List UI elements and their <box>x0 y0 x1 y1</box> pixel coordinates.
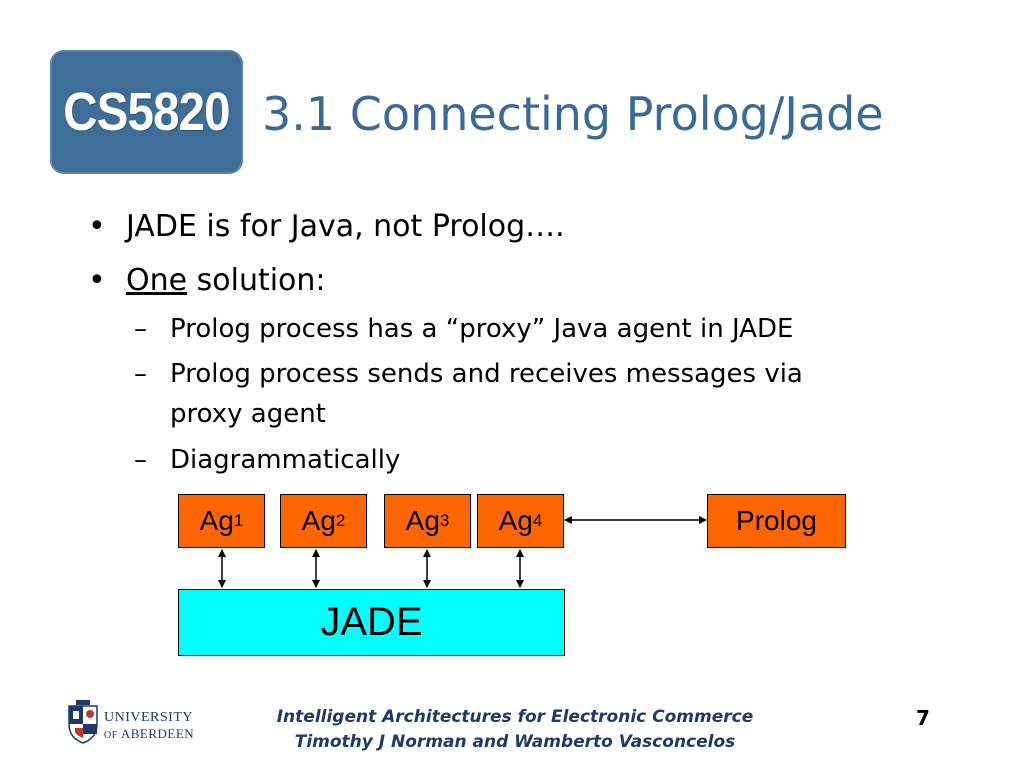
sub-bullet-marker: – <box>134 314 147 344</box>
underlined-word: One <box>126 263 188 298</box>
sub-bullet-text-line2: proxy agent <box>170 399 326 429</box>
course-code: CS5820 <box>63 82 230 142</box>
university-word: UNIVERSITY <box>104 710 193 725</box>
agent-name: Ag <box>199 505 234 536</box>
course-logo: CS5820 <box>50 50 243 174</box>
aberdeen-word: ABERDEEN <box>120 726 195 741</box>
jade-label: JADE <box>320 600 423 644</box>
agent-name: Ag <box>498 505 533 536</box>
crest-icon <box>68 700 98 744</box>
bullet-marker: • <box>88 263 106 298</box>
bullet-text: One solution: <box>126 262 326 300</box>
jade-platform-box: JADE <box>178 589 565 656</box>
of-word: OF <box>104 730 118 741</box>
agent-name: Ag <box>301 505 336 536</box>
sub-bullet-text: Diagrammatically <box>170 445 401 475</box>
footer-course-title: Intelligent Architectures for Electronic… <box>276 707 754 727</box>
slide-title: 3.1 Connecting Prolog/Jade <box>262 87 884 141</box>
page-number: 7 <box>916 706 930 730</box>
agent-name: Ag <box>405 505 440 536</box>
university-logo: UNIVERSITY OF ABERDEEN <box>66 700 196 746</box>
sub-bullet-marker: – <box>134 359 147 389</box>
prolog-box: Prolog <box>707 494 846 548</box>
aberdeen-line: OF ABERDEEN <box>104 726 194 744</box>
bullet-marker: • <box>88 209 106 244</box>
prolog-label: Prolog <box>736 505 817 536</box>
footer-authors: Timothy J Norman and Wamberto Vasconcelo… <box>294 732 736 752</box>
sub-bullet-text: Prolog process has a “proxy” Java agent … <box>170 314 794 344</box>
bullet-text: JADE is for Java, not Prolog…. <box>126 209 565 244</box>
sub-bullet-text-line1: Prolog process sends and receives messag… <box>170 359 803 389</box>
bullet-text-rest: solution: <box>187 263 326 298</box>
sub-bullet-marker: – <box>134 445 147 475</box>
